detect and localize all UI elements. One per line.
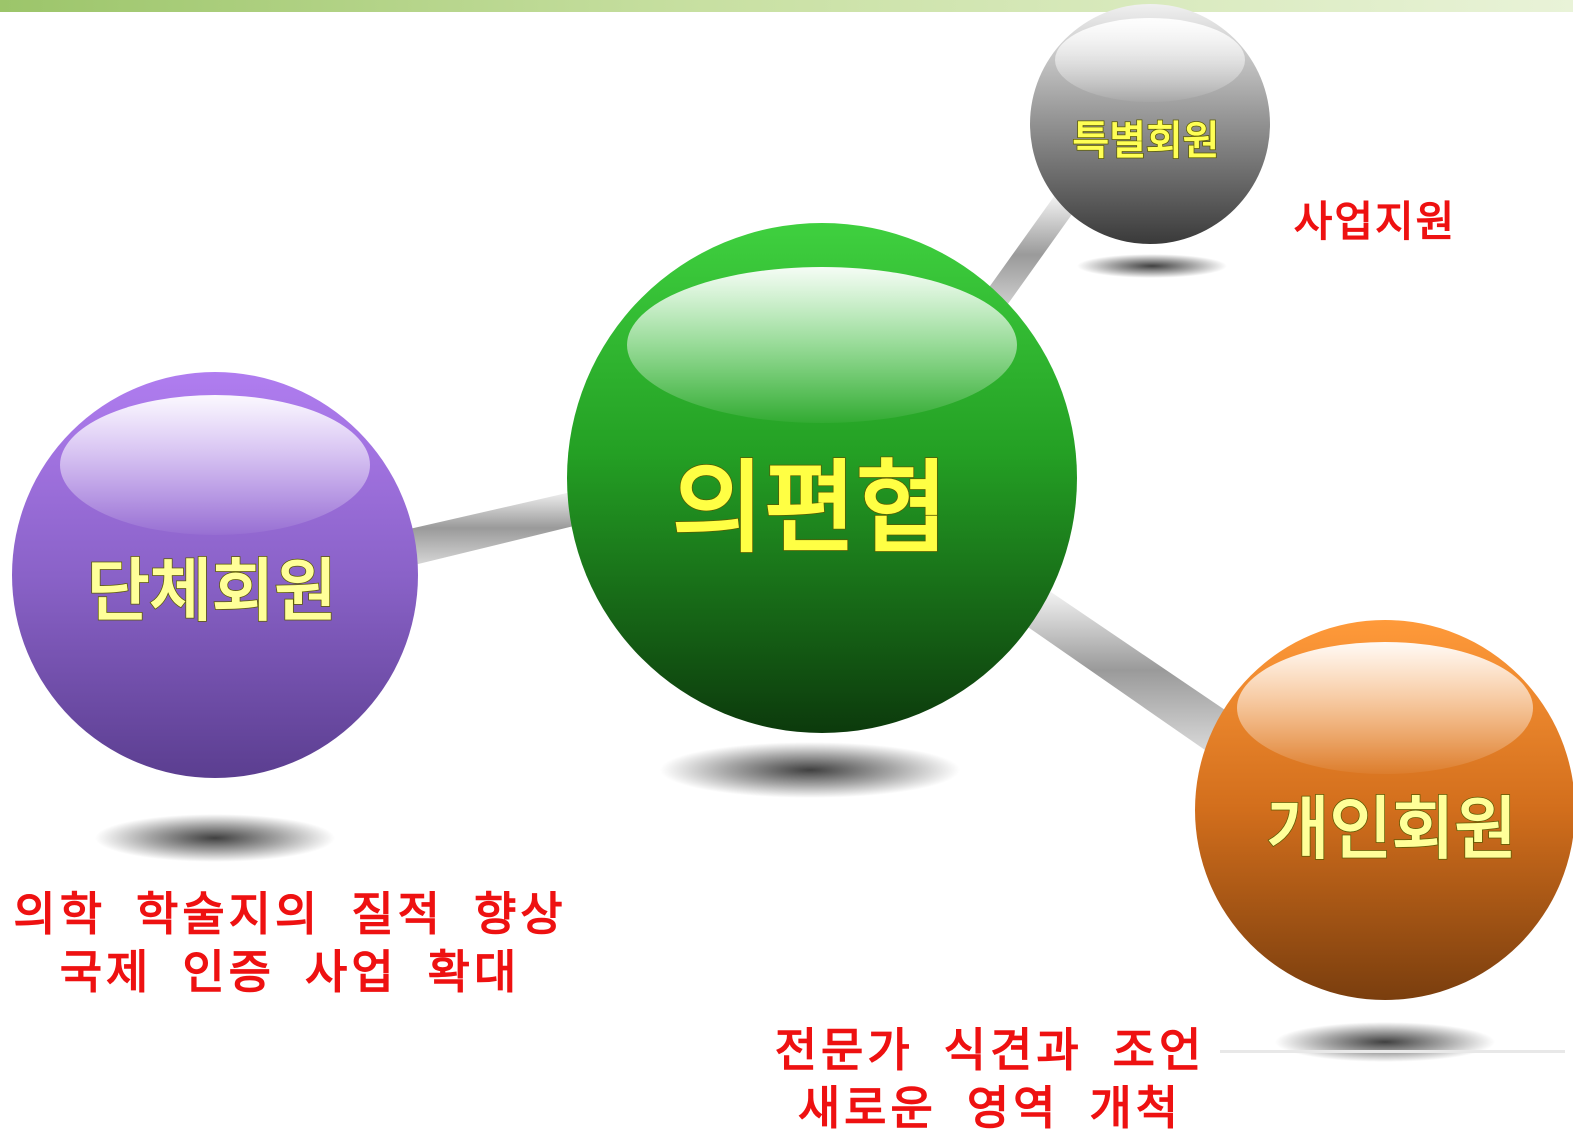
special-caption-line-1: 사업지원 bbox=[1293, 197, 1457, 246]
connector-center-special bbox=[980, 195, 1075, 315]
center-sphere-label: 의편협 bbox=[672, 450, 948, 567]
individual-sphere-label: 개인회원 bbox=[1267, 791, 1517, 870]
connector-center-individual bbox=[1025, 590, 1225, 750]
connector-center-group bbox=[405, 490, 582, 566]
individual-caption: 전문가 식견과 조언 새로운 영역 개척 bbox=[770, 1022, 1210, 1137]
group-caption: 의학 학술지의 질적 향상 국제 인증 사업 확대 bbox=[0, 886, 580, 1001]
individual-caption-line-2: 새로운 영역 개척 bbox=[797, 1080, 1183, 1135]
group-sphere-shadow bbox=[95, 814, 335, 862]
individual-reflection-line bbox=[1220, 1050, 1565, 1053]
individual-sphere-shadow bbox=[1275, 1022, 1495, 1062]
center-sphere: 의편협 bbox=[567, 223, 1077, 733]
special-sphere-label: 특별회원 bbox=[1072, 118, 1219, 164]
special-caption: 사업지원 bbox=[1270, 196, 1480, 249]
special-sphere: 특별회원 bbox=[1030, 4, 1270, 244]
group-caption-line-2: 국제 인증 사업 확대 bbox=[59, 944, 521, 999]
individual-caption-line-1: 전문가 식견과 조언 bbox=[774, 1023, 1206, 1077]
individual-sphere: 개인회원 bbox=[1195, 620, 1573, 1000]
group-sphere: 단체회원 bbox=[12, 372, 418, 778]
group-caption-line-1: 의학 학술지의 질적 향상 bbox=[13, 887, 567, 941]
center-sphere-shadow bbox=[660, 742, 960, 798]
special-sphere-shadow bbox=[1077, 254, 1227, 278]
group-sphere-label: 단체회원 bbox=[87, 553, 337, 632]
